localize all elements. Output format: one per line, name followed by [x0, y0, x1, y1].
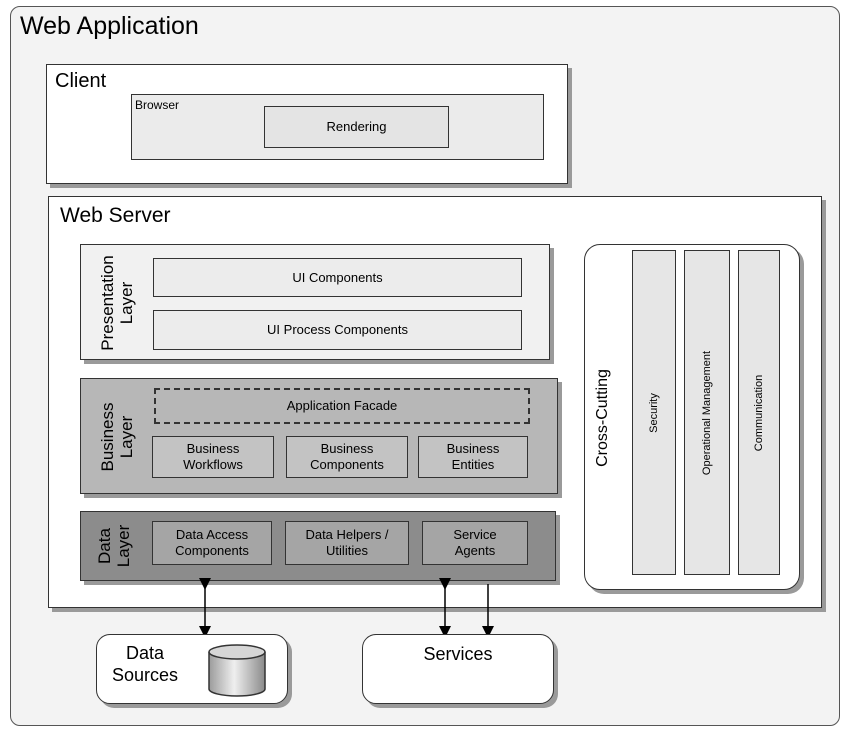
database-cylinder-icon — [208, 644, 266, 697]
web-server-title: Web Server — [60, 204, 171, 227]
ui-components-box: UI Components — [153, 258, 522, 297]
browser-label: Browser — [135, 98, 180, 112]
rendering-box: Rendering — [264, 106, 449, 148]
services-label: Services — [423, 644, 493, 664]
data-helpers-utilities-box: Data Helpers / Utilities — [285, 521, 409, 565]
data-sources-label: Data Sources — [111, 643, 179, 685]
service-agents-box: Service Agents — [422, 521, 528, 565]
communication-column — [738, 250, 780, 575]
services-box — [362, 634, 554, 704]
business-entities-box: Business Entities — [418, 436, 528, 478]
data-access-components-box: Data Access Components — [152, 521, 272, 565]
business-components-box: Business Components — [286, 436, 408, 478]
client-title: Client — [55, 70, 107, 92]
security-column — [632, 250, 676, 575]
web-application-title: Web Application — [20, 12, 199, 40]
application-facade-box: Application Facade — [154, 388, 530, 424]
business-workflows-box: Business Workflows — [152, 436, 274, 478]
operational-management-column — [684, 250, 730, 575]
ui-process-components-box: UI Process Components — [153, 310, 522, 350]
